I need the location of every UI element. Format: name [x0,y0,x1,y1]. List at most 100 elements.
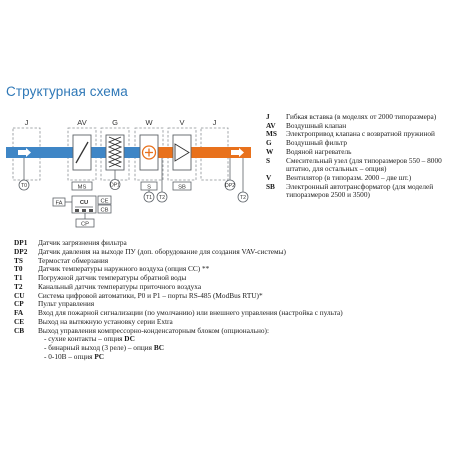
legend-text: Водяной нагреватель [286,146,352,156]
ms-box [71,181,93,191]
legend-item: J Гибкая вставка (в моделях от 2000 типор… [266,112,448,122]
legend-item: T1 Погружной датчик температуры обратной … [14,273,434,283]
legend-item: G Воздушный фильтр [266,138,448,148]
inlet-arrow-icon [18,148,31,157]
sensor-dp2-label: DP2 [225,183,235,189]
legend-code: DP2 [14,246,28,256]
s-label: S [147,184,151,190]
legend-item: CB Выход управления компрессорно-конденса… [14,325,434,336]
legend-code: CB [14,325,25,335]
legend-code: CU [14,290,25,300]
sensor-t0 [18,179,30,191]
legend-text: Вход для пожарной сигнализации (по умолч… [38,308,343,317]
legend-code: W [266,146,274,156]
outlet-arrow-icon [231,148,244,157]
legend-text: Канальный датчик температуры приточного … [38,281,202,291]
legend-code: S [266,155,271,165]
legend-code: CE [14,316,25,326]
legend-item: V Вентилятор (в типоразм. 2000 – две шт.) [266,172,448,183]
cu-label: CU [80,200,88,206]
cb-option-text: - сухие контакты – опция [44,334,125,344]
legend-item: SB Электронный автотрансформатор (для мод… [266,181,448,200]
fa-label: FA [55,200,62,206]
cu-box [71,195,97,214]
sensor-dp1 [109,179,121,190]
sensor-t2-mid [156,191,168,203]
legend-text: Термостат обмерзания [38,255,109,265]
sb-label: SB [178,184,186,190]
legend-item: TS Термостат обмерзания [14,255,434,266]
cp-label: CP [81,221,89,227]
legend-item: AV Воздушный клапан [266,120,448,131]
heated-duct [151,147,251,158]
legend-text: Воздушный фильтр [286,138,348,148]
legend-text: Датчик загрязнения фильтра [38,238,127,247]
sensor-t2-mid-label: T2 [159,195,165,201]
legend-item: S Смесительный узел (для типоразмеров 550… [266,155,448,174]
cb-option: - сухие контакты – опция DC [14,334,434,344]
legend-code: G [266,138,272,148]
ce-box [97,195,112,205]
sensor-t1 [143,191,155,203]
legend-code: T1 [14,273,23,282]
legend-text: Выход на вытяжную установку серии Extra [38,316,173,326]
cb-option-code: PC [94,351,105,361]
sensor-dp1-label: DP1 [110,183,120,189]
legend-item: T0 Датчик температуры наружного воздуха (… [14,264,434,274]
block-code-g: G [112,118,118,127]
block-code-v: V [179,118,184,127]
legend-code: FA [14,308,24,317]
legend-item: CP Пульт управления [14,299,434,309]
structure-diagram: J AV G W V J MS S SB [6,118,251,228]
legend-code: TS [14,255,23,265]
legend-code: CP [14,299,24,309]
sensor-t0-label: T0 [21,183,27,189]
legend-text: Электронный автотрансформатор (для модел… [286,181,434,200]
legend-code: DP1 [14,238,28,247]
legend-item: CU Система цифровой автоматики, P0 и P1 –… [14,290,434,301]
legend-text: Гибкая вставка (в моделях от 2000 типора… [286,112,437,121]
ce-label: CE [100,198,108,204]
legend-text: Датчик давления на выходе ПУ (доп. обору… [38,246,286,256]
page-title: Структурная схема [6,84,128,99]
block-code-j1: J [25,118,29,127]
legend-item: W Водяной нагреватель [266,146,448,157]
legend-code: SB [266,181,275,191]
cb-label: CB [100,207,108,213]
legend-code: J [266,112,270,121]
filter-zigzag-icon [107,136,123,168]
cb-option-text: - бинарный выход (3 реле) – опция [44,343,154,352]
fan-triangle-icon [174,143,190,162]
legend-text: Смесительный узел (для типоразмеров 550 … [286,155,442,174]
cb-option-text: - 0-10В – опция [44,351,95,361]
cb-option-code: DC [124,334,135,344]
legend-item: CE Выход на вытяжную установку серии Extr… [14,316,434,327]
sensor-t2 [237,191,249,203]
legend-item: DP1 Датчик загрязнения фильтра [14,238,434,248]
legend-code: V [266,172,272,182]
sensor-dp2 [224,179,236,191]
legend-text: Пульт управления [38,299,95,309]
legend-code: MS [266,129,277,139]
cb-box [97,204,112,214]
legend-right: J Гибкая вставка (в моделях от 2000 типор… [266,112,448,200]
cb-option: - 0-10В – опция PC [14,351,434,362]
legend-text: Погружной датчик температуры обратной во… [38,273,187,282]
damper-blade-icon [75,141,89,164]
block-code-w: W [145,118,153,127]
sb-box [172,181,192,191]
cb-option-code: BC [153,343,164,352]
legend-text: Система цифровой автоматики, P0 и P1 – п… [38,290,263,300]
block-code-j2: J [213,118,217,127]
legend-item: DP2 Датчик давления на выходе ПУ (доп. об… [14,246,434,257]
legend-code: T0 [14,264,23,274]
block-code-av: AV [77,118,86,127]
legend-text: Воздушный клапан [286,120,347,130]
legend-text: Выход управления компрессорно-конденсато… [38,325,269,335]
legend-text: Вентилятор (в типоразм. 2000 – две шт.) [286,172,412,182]
legend-code: AV [266,120,276,130]
legend-text: Датчик температуры наружного воздуха (оп… [38,264,210,274]
